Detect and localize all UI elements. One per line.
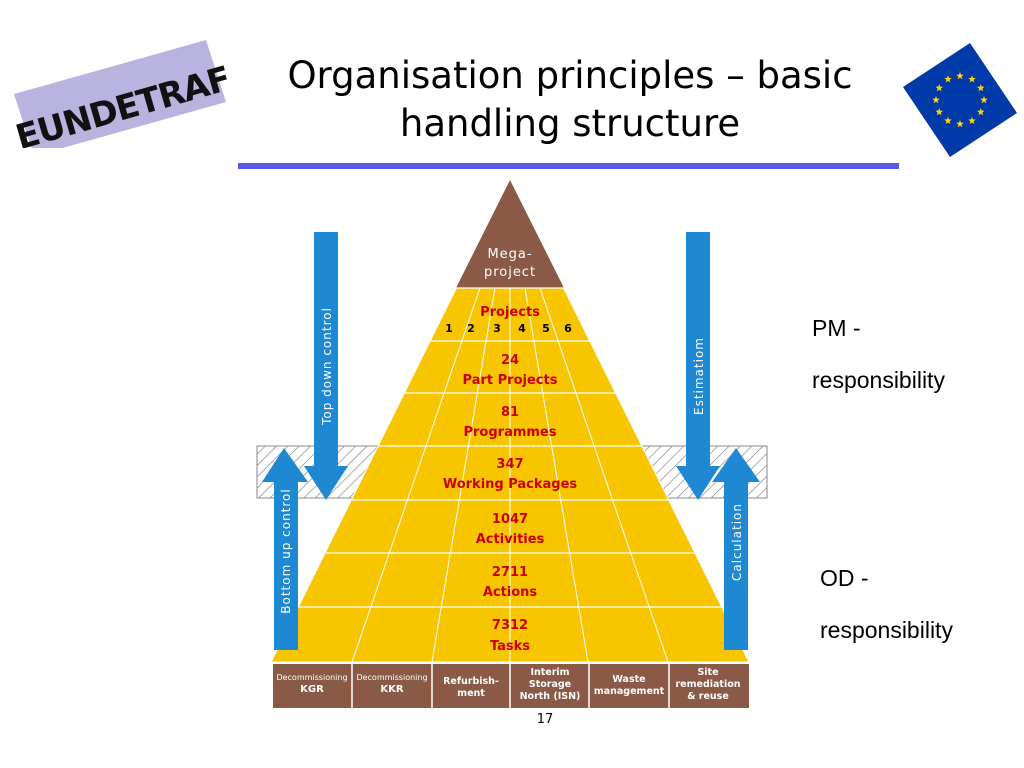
level-count: 1047 [492, 512, 528, 527]
title-underline [238, 163, 899, 169]
estimation-label: Estimatiom [692, 337, 706, 415]
eu-star-icon [935, 108, 944, 116]
eu-star-icon [944, 116, 952, 125]
base-box-line: Site [697, 667, 718, 678]
level-count: 81 [501, 405, 519, 420]
projects-label: Projects [480, 305, 540, 320]
project-numbers: 1 2 3 4 5 6 [445, 322, 572, 335]
apex-label-line2: project [484, 265, 536, 280]
base-box-small: Decommissioning [356, 673, 427, 682]
od-line1: OD - [820, 565, 869, 591]
project-number: 5 [542, 322, 550, 335]
eu-star-icon [976, 108, 985, 116]
eu-star-icon [968, 116, 976, 125]
base-box-line: Refurbish- [443, 676, 499, 687]
page-number: 17 [536, 712, 554, 727]
od-line2: responsibility [820, 617, 953, 643]
base-box-line: management [594, 686, 665, 697]
bottom-up-label: Bottom up control [279, 488, 293, 613]
level-label: Tasks [490, 639, 530, 654]
level-count: 7312 [492, 618, 528, 633]
calculation-label: Calculation [730, 503, 744, 581]
base-box-line: Waste [612, 674, 645, 685]
base-box-line: North (ISN) [520, 691, 581, 702]
eu-flag-icon [903, 43, 1017, 157]
pm-line2: responsibility [812, 367, 945, 393]
apex-label-line1: Mega- [487, 247, 532, 262]
base-box-line: ment [457, 688, 485, 699]
base-box-main: KGR [300, 684, 324, 695]
project-number: 4 [518, 322, 526, 335]
project-number: 1 [445, 322, 453, 335]
pyramid-apex [456, 180, 564, 288]
base-box-main: KKR [380, 684, 403, 695]
level-label: Activities [476, 532, 545, 547]
eu-star-icon [980, 96, 988, 104]
estimation-arrow: Estimatiom [676, 232, 720, 500]
eu-star-icon [956, 72, 964, 80]
project-number: 6 [564, 322, 572, 335]
pm-line1: PM - [812, 315, 861, 341]
eu-star-icon [968, 75, 976, 83]
calculation-arrow: Calculation [712, 448, 760, 650]
eu-star-icon [956, 120, 964, 128]
eu-star-icon [932, 96, 940, 104]
level-label: Actions [483, 585, 538, 600]
base-row: Decommissioning KGR Decommissioning KKR … [273, 664, 749, 708]
top-down-control-arrow: Top down control [304, 232, 348, 500]
fan-lines [351, 287, 669, 663]
eu-star-icon [944, 75, 952, 83]
level-count: 2711 [492, 565, 528, 580]
level-label: Working Packages [443, 477, 578, 492]
level-count: 24 [501, 353, 519, 368]
project-number: 3 [493, 322, 501, 335]
page-title: Organisation principles – basic handling… [240, 52, 900, 148]
eu-star-icon [976, 84, 985, 92]
level-label: Programmes [463, 425, 556, 440]
pyramid-diagram: Mega- project Projects 1 2 3 4 5 6 24 Pa… [256, 178, 768, 708]
base-box-line: remediation [675, 679, 740, 690]
base-box-small: Decommissioning [276, 673, 347, 682]
base-box-line: Storage [529, 679, 571, 690]
level-label: Part Projects [463, 373, 558, 388]
base-box-line: & reuse [687, 691, 729, 702]
eundetraf-logo: EUNDETRAF [11, 40, 228, 148]
top-down-label: Top down control [320, 307, 334, 426]
level-count: 347 [496, 457, 523, 472]
bottom-up-control-arrow: Bottom up control [262, 448, 308, 650]
title-line-2: handling structure [399, 102, 741, 145]
od-responsibility-label: OD - responsibility [820, 552, 953, 656]
base-box-line: Interim [530, 667, 569, 678]
project-number: 2 [467, 322, 475, 335]
pm-responsibility-label: PM - responsibility [812, 302, 945, 406]
title-line-1: Organisation principles – basic [287, 54, 853, 97]
eu-star-icon [935, 84, 944, 92]
